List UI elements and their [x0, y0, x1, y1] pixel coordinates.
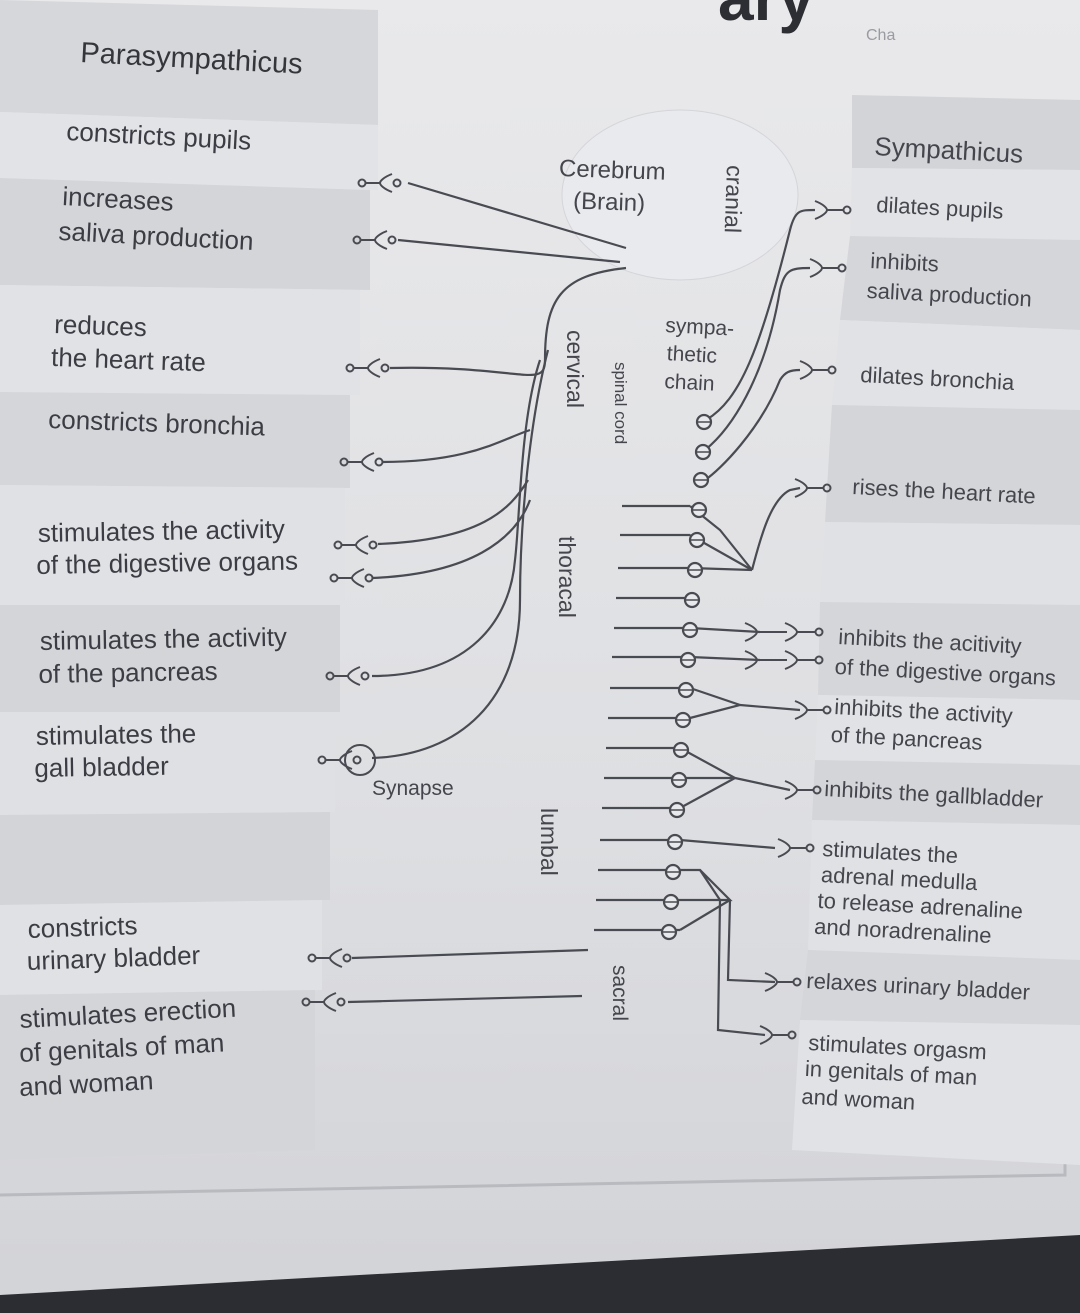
symp-bands	[792, 95, 1080, 1165]
para-synapses	[301, 173, 402, 1012]
symp-ganglia	[660, 413, 713, 941]
corner-scribble: Cha	[866, 27, 895, 44]
chain-label: sympa- thetic chain	[662, 314, 741, 397]
spinal-cord-label: spinal cord	[611, 362, 630, 444]
para-item-3: reduces the heart rate	[51, 309, 208, 377]
region-lumbal: lumbal	[536, 808, 562, 876]
para-item-5: stimulates the activity of the digestive…	[36, 513, 299, 580]
para-nerves	[347, 181, 627, 1004]
para-bands	[0, 0, 378, 1160]
ganglion-marks	[662, 421, 711, 933]
brain-shape	[561, 109, 799, 281]
symp-synapses	[744, 200, 852, 1045]
para-item-7: stimulates the gall bladder	[34, 718, 205, 783]
symp-nerves	[594, 208, 816, 1037]
brain-label: Cerebrum (Brain)	[557, 155, 672, 218]
header-fragment: ary	[718, 0, 815, 34]
table-border	[0, 1160, 1067, 1197]
region-sacral: sacral	[608, 965, 631, 1021]
para-item-8: constricts urinary bladder	[25, 908, 201, 976]
region-thoracal: thoracal	[554, 536, 580, 618]
region-cranial: cranial	[720, 165, 748, 234]
synapse-label: Synapse	[372, 777, 454, 800]
para-item-6: stimulates the activity of the pancreas	[38, 622, 295, 689]
region-cervical: cervical	[562, 330, 588, 408]
